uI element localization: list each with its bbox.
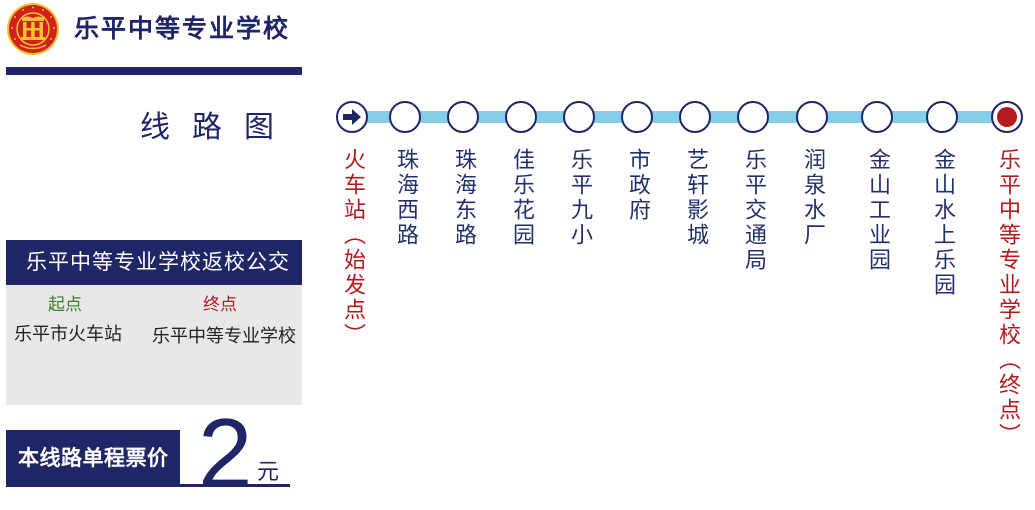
stop-name: 金山工业园: [865, 148, 890, 273]
stop-name: 珠海西路: [393, 148, 418, 248]
stop-name: 火车站（始发点）: [340, 148, 365, 348]
fare-amount: 2: [198, 398, 253, 508]
circle-icon: [389, 101, 421, 133]
school-name: 乐平中等专业学校: [74, 14, 291, 43]
circle-icon: [737, 101, 769, 133]
end-station: 乐平中等专业学校: [152, 326, 296, 347]
circle-icon: [563, 101, 595, 133]
circle-icon: [926, 101, 958, 133]
start-station: 乐平市火车站: [14, 324, 122, 345]
stop-marker: [991, 101, 1023, 133]
fare-underline: [180, 484, 290, 487]
route-info-panel: [6, 285, 302, 405]
filled-dot-icon: [997, 107, 1017, 127]
school-emblem-icon: [6, 2, 60, 56]
stop-name: 润泉水厂: [800, 148, 825, 248]
circle-icon: [861, 101, 893, 133]
circle-icon: [679, 101, 711, 133]
stop-name: 市政府: [625, 148, 650, 223]
fare-unit: 元: [257, 460, 280, 485]
stop-name: 乐平九小: [567, 148, 592, 248]
stop-name: 佳乐花园: [509, 148, 534, 248]
circle-icon: [447, 101, 479, 133]
stop-name: 乐平中等专业学校（终点）: [995, 148, 1020, 448]
circle-icon: [796, 101, 828, 133]
route-map-title: 线路图: [140, 110, 296, 145]
stop-name: 金山水上乐园: [930, 148, 955, 298]
circle-icon: [621, 101, 653, 133]
end-label: 终点: [203, 295, 237, 315]
stop-name: 珠海东路: [451, 148, 476, 248]
route-info-title: 乐平中等专业学校返校公交: [6, 240, 302, 285]
header-divider: [6, 67, 302, 75]
stop-name: 艺轩影城: [683, 148, 708, 248]
stop-marker: [336, 101, 368, 133]
start-label: 起点: [48, 295, 82, 315]
circle-icon: [505, 101, 537, 133]
fare-label: 本线路单程票价: [6, 430, 180, 487]
stop-name: 乐平交通局: [741, 148, 766, 273]
arrow-right-icon: [343, 109, 361, 125]
